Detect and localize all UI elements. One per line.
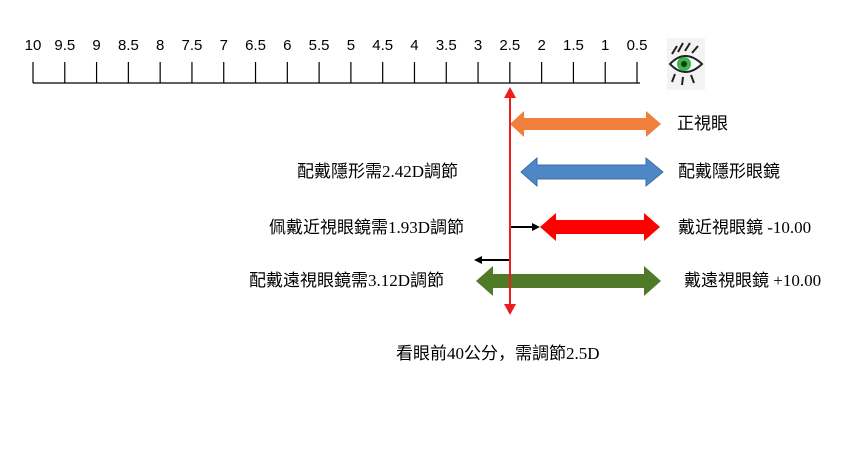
label-hyperopia-glasses: 戴遠視眼鏡 +10.00 xyxy=(684,271,822,290)
ruler-tick-label: 10 xyxy=(25,37,42,54)
eye-icon xyxy=(667,38,705,90)
hyperopia-glasses-arrow xyxy=(476,266,661,296)
ruler-tick-label: 0.5 xyxy=(627,37,648,54)
ruler-tick-label: 6 xyxy=(283,37,291,54)
ruler-tick-label: 7 xyxy=(220,37,228,54)
label-contact-lens: 配戴隱形眼鏡 xyxy=(678,162,780,181)
ruler-tick-label: 1.5 xyxy=(563,37,584,54)
label-myopia-accommodation: 佩戴近視眼鏡需1.93D調節 xyxy=(269,218,465,237)
label-myopia-glasses: 戴近視眼鏡 -10.00 xyxy=(678,218,812,237)
ruler-tick-label: 9 xyxy=(92,37,100,54)
ruler-tick-label: 3.5 xyxy=(436,37,457,54)
ruler-tick-label: 5 xyxy=(347,37,355,54)
myopia-glasses-arrow xyxy=(540,213,660,241)
ruler-tick-label: 9.5 xyxy=(54,37,75,54)
label-contact-accommodation: 配戴隱形需2.42D調節 xyxy=(297,162,459,181)
ruler-tick-label: 6.5 xyxy=(245,37,266,54)
ruler-tick-label: 1 xyxy=(601,37,609,54)
ruler-tick-label: 5.5 xyxy=(309,37,330,54)
ruler-tick-label: 2 xyxy=(537,37,545,54)
ruler-tick-label: 4 xyxy=(410,37,418,54)
emmetropia-arrow xyxy=(510,111,661,137)
ruler-tick-label: 8.5 xyxy=(118,37,139,54)
caption: 看眼前40公分，需調節2.5D xyxy=(396,344,600,363)
accommodation-line xyxy=(504,87,516,315)
label-hyperopia-accommodation: 配戴遠視眼鏡需3.12D調節 xyxy=(249,271,445,290)
ruler-tick-label: 4.5 xyxy=(372,37,393,54)
ruler-tick-label: 7.5 xyxy=(182,37,203,54)
ruler-tick-label: 3 xyxy=(474,37,482,54)
label-emmetropia: 正視眼 xyxy=(677,114,728,133)
contact-lens-arrow xyxy=(520,156,664,188)
diopter-ruler: 10 9.5 9 8.5 8 7.5 7 6.5 6 5.5 5 4.5 4 3.5 3 2.5 2 1.5 1 0.… xyxy=(25,37,648,84)
ruler-tick-label: 8 xyxy=(156,37,164,54)
ruler-tick-label: 2.5 xyxy=(499,37,520,54)
